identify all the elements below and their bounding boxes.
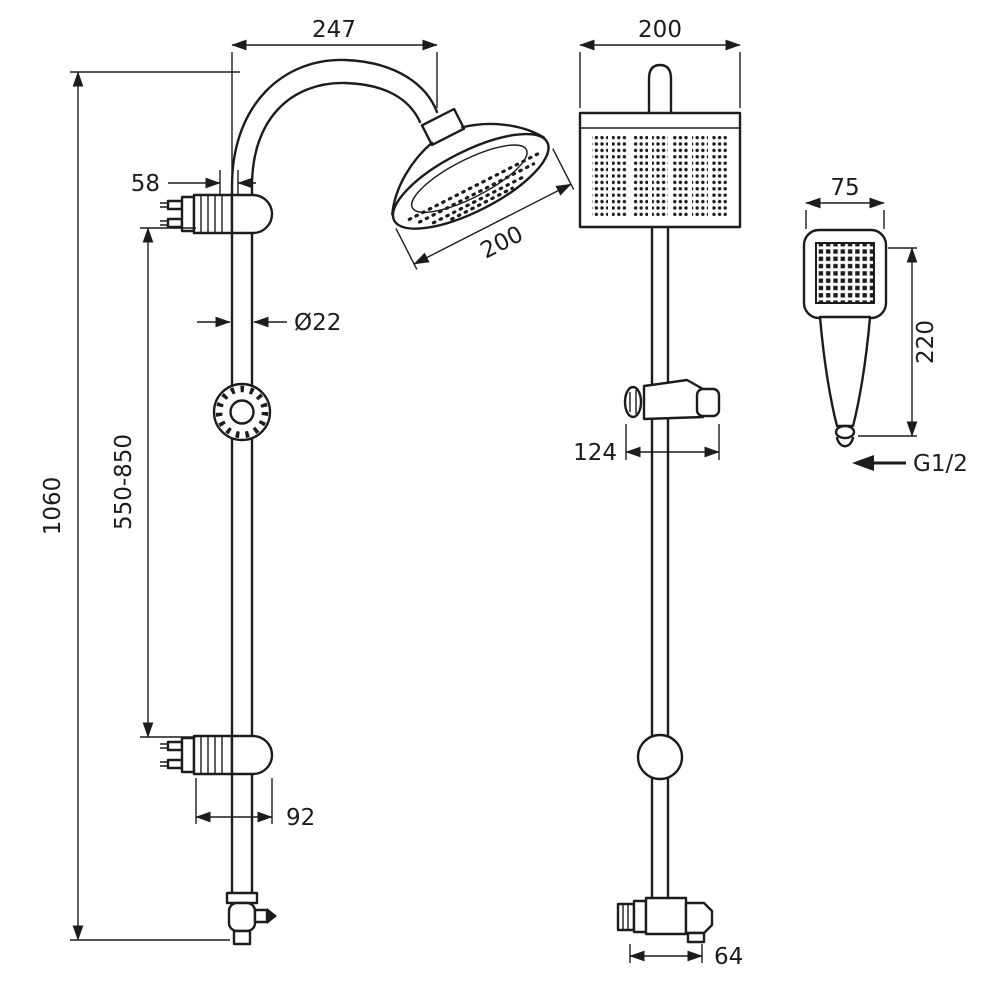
holder-knob [695,387,721,418]
front-view: 200 124 64 [573,17,743,970]
dim-bracket-spacing: 550-850 [111,227,196,738]
side-view: 200 1060 [40,17,575,946]
front-shower-head [578,111,742,229]
head-flare-lines [391,122,545,216]
holder-body [642,378,705,421]
hand-shower-view: 75 220 G1/2 [802,175,968,477]
diverter-lever-tip [267,908,277,924]
dim-label-thread: G1/2 [913,451,968,477]
side-shower-head: 200 [391,107,575,270]
front-handset-holder [623,378,721,421]
front-head-nozzle-column [672,136,688,216]
dim-arm-reach: 247 [231,17,438,172]
dim-hand-shower-width: 75 [805,175,885,229]
front-top-stub [647,63,673,118]
dim-label-hand-shower-width: 75 [830,175,859,201]
hand-shower-face-grid [815,242,875,304]
dim-label-outlet-width: 64 [714,944,743,970]
dim-hand-shower-length: 220 [858,247,939,437]
dim-pipe-diameter: Ø22 [197,310,341,336]
dim-label-hand-shower-length: 220 [913,320,939,364]
front-head-nozzle-column [612,136,628,216]
front-head-nozzle-column [692,136,708,216]
side-adjuster-knob [212,382,272,442]
hand-shower-handle [818,315,872,448]
dim-label-bracket-depth: 58 [131,171,160,197]
dim-label-pipe-diameter: Ø22 [294,310,341,336]
dim-label-arm-reach: 247 [312,17,356,43]
front-head-nozzle-column [712,136,728,216]
head-face [391,132,550,230]
handle-end-cap [834,424,856,440]
handle-outlet [835,436,855,448]
dim-holder-length: 124 [573,424,720,466]
rail-arm-inner-line [250,81,422,910]
dim-label-bracket-spacing: 550-850 [111,434,137,530]
dim-label-front-head-width: 200 [638,17,682,43]
holder-clamp [623,385,643,419]
front-adjuster-knob [636,733,684,781]
hand-shower-head [802,228,888,320]
dim-label-total-height: 1060 [40,477,66,536]
front-head-nozzle-column [592,136,608,216]
head-connector [420,107,466,147]
dim-bracket-depth: 58 [131,170,256,197]
front-head-nozzle-column [652,136,668,216]
dim-outlet-width: 64 [629,944,743,970]
dim-front-head-width: 200 [579,17,741,108]
front-rail [650,225,670,902]
dim-label-holder-length: 124 [573,440,617,466]
front-head-nozzle-column [632,136,648,216]
front-bottom-diverter [616,896,714,944]
thread-arrow [852,455,874,471]
callout-thread: G1/2 [852,451,968,477]
dim-label-bracket-width: 92 [286,805,315,831]
rail-arm-outer-line [230,58,439,910]
dim-total-height: 1060 [40,71,240,941]
side-lower-bracket [158,734,274,776]
side-bottom-diverter [225,891,277,946]
dim-bracket-width: 92 [195,778,315,831]
side-rail-and-arm [230,58,439,910]
